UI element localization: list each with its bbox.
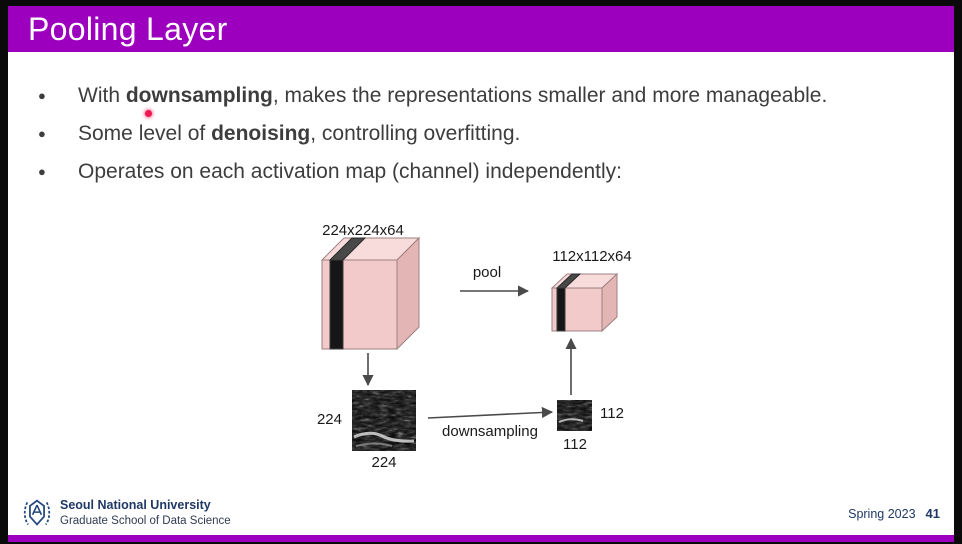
bullet-text: Some level of denoising, controlling ove… bbox=[78, 122, 521, 145]
input-channel-slice bbox=[328, 237, 367, 350]
bottom-accent-bar bbox=[8, 535, 954, 542]
slide: Pooling Layer ● With downsampling, makes… bbox=[8, 6, 954, 542]
bullet-text: Operates on each activation map (channel… bbox=[78, 160, 623, 183]
footer-branding: Seoul National University Graduate Schoo… bbox=[22, 497, 231, 529]
input-volume-label: 224x224x64 bbox=[322, 222, 404, 239]
snu-logo-icon bbox=[23, 499, 51, 526]
bullet-list: ● With downsampling, makes the represent… bbox=[38, 82, 934, 196]
bullet-marker: ● bbox=[38, 164, 46, 179]
footer-text-block: Seoul National University Graduate Schoo… bbox=[60, 497, 231, 528]
laser-pointer-dot bbox=[145, 110, 152, 117]
output-activation-map bbox=[557, 400, 592, 431]
footer-meta: Spring 2023 41 bbox=[848, 506, 940, 521]
input-activation-map bbox=[352, 390, 416, 451]
pool-arrow-label: pool bbox=[473, 264, 501, 281]
bullet-item: ● With downsampling, makes the represent… bbox=[38, 82, 934, 110]
output-channel-slice bbox=[555, 273, 582, 332]
bullet-marker: ● bbox=[38, 88, 46, 103]
term-label: Spring 2023 bbox=[848, 506, 916, 521]
downsampling-arrow bbox=[427, 406, 554, 419]
output-map-width-label: 112 bbox=[563, 436, 587, 453]
input-volume-cube bbox=[320, 236, 421, 351]
output-volume-label: 112x112x64 bbox=[552, 248, 632, 265]
output-map-height-label: 112 bbox=[600, 405, 624, 422]
bullet-marker: ● bbox=[38, 126, 46, 141]
input-map-width-label: 224 bbox=[371, 454, 396, 471]
output-volume-cube bbox=[550, 272, 619, 333]
department-name: Graduate School of Data Science bbox=[60, 514, 231, 527]
input-map-height-label: 224 bbox=[317, 411, 342, 428]
bullet-item: ● Some level of denoising, controlling o… bbox=[38, 120, 934, 148]
page-number: 41 bbox=[925, 505, 940, 521]
pooling-diagram: 224x224x64 pool 112x112x64 bbox=[317, 222, 632, 471]
slide-title-bar: Pooling Layer bbox=[8, 6, 954, 52]
slide-title: Pooling Layer bbox=[28, 10, 228, 47]
university-name: Seoul National University bbox=[60, 498, 211, 513]
bullet-text: With downsampling, makes the representat… bbox=[78, 84, 828, 107]
bullet-item: ● Operates on each activation map (chann… bbox=[38, 158, 934, 186]
downsampling-arrow-label: downsampling bbox=[442, 423, 538, 440]
slide-footer: Seoul National University Graduate Schoo… bbox=[22, 494, 940, 532]
